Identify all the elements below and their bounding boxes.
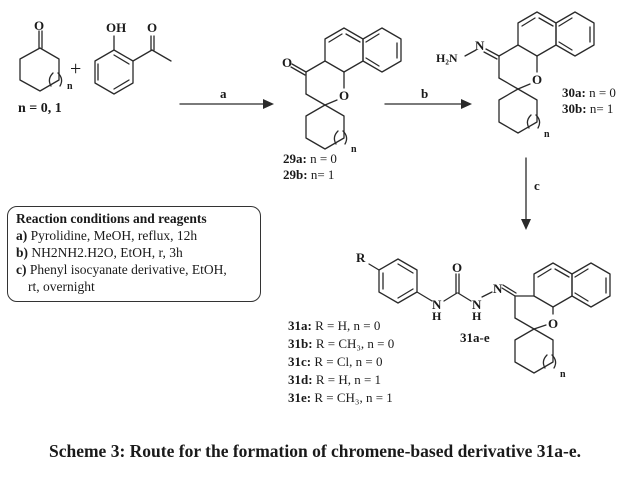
- label-29b-text: n= 1: [307, 167, 335, 182]
- reaction-conditions-box: Reaction conditions and reagents a) Pyro…: [7, 206, 261, 302]
- label-31a-id: 31a:: [288, 318, 312, 333]
- hydroxyl-group: OH: [106, 20, 126, 35]
- label-31d: 31d: R = H, n = 1: [288, 372, 381, 388]
- imine-nitrogen-30: N: [475, 38, 485, 53]
- ring-index-31: n: [560, 369, 566, 380]
- condition-a-key: a): [16, 228, 28, 243]
- label-31c-id: 31c:: [288, 354, 312, 369]
- label-31c-text: R = Cl, n = 0: [311, 354, 383, 369]
- condition-c-continued-text: rt, overnight: [28, 279, 95, 294]
- conditions-title: Reaction conditions and reagents: [16, 211, 207, 226]
- compound-31-structure: R O N H N H N O n 31a-e: [356, 250, 611, 380]
- pyran-oxygen-29: O: [339, 88, 349, 103]
- imine-nitrogen-31: N: [493, 281, 503, 296]
- label-31e: 31e: R = CH₃, n = 1: [288, 390, 393, 406]
- ketone-oxygen-29: O: [282, 55, 292, 70]
- arrow-b: b: [384, 86, 472, 109]
- label-30b: 30b: n= 1: [562, 101, 613, 117]
- label-29b-id: 29b:: [283, 167, 308, 182]
- condition-a-text: Pyrolidine, MeOH, reflux, 12h: [27, 228, 198, 243]
- label-31e-text: R = CH₃, n = 1: [311, 390, 393, 405]
- label-30b-id: 30b:: [562, 101, 587, 116]
- amide-nitrogen-1: N: [432, 297, 442, 312]
- compound-29-structure: O O n: [282, 27, 402, 155]
- label-31b-text: R = CH₃, n = 0: [312, 336, 395, 351]
- condition-c: c) Phenyl isocyanate derivative, EtOH,: [16, 261, 252, 278]
- ring-size-index: n: [67, 81, 73, 92]
- condition-c-text: Phenyl isocyanate derivative, EtOH,: [26, 262, 227, 277]
- amino-group-30: H₂N: [436, 51, 458, 65]
- label-29a-text: n = 0: [306, 151, 337, 166]
- ring-index-29: n: [351, 144, 357, 155]
- ring-index-30: n: [544, 129, 550, 140]
- ketone-oxygen: O: [34, 18, 44, 33]
- amide-hydrogen-1: H: [432, 309, 442, 323]
- label-31a: 31a: R = H, n = 0: [288, 318, 380, 334]
- hydroxyacetophenone-structure: OH O: [94, 20, 172, 95]
- arrow-c-label: c: [534, 178, 540, 193]
- plus-sign: +: [70, 58, 81, 80]
- condition-a: a) Pyrolidine, MeOH, reflux, 12h: [16, 227, 252, 244]
- label-31c: 31c: R = Cl, n = 0: [288, 354, 382, 370]
- label-31b: 31b: R = CH₃, n = 0: [288, 336, 394, 352]
- r-group: R: [356, 250, 366, 265]
- condition-b-text: NH2NH2.H2O, EtOH, r, 3h: [28, 245, 183, 260]
- label-30b-text: n= 1: [586, 101, 614, 116]
- amide-nitrogen-2: N: [472, 297, 482, 312]
- condition-b: b) NH2NH2.H2O, EtOH, r, 3h: [16, 244, 252, 261]
- compound-30-structure: H₂N N O n: [436, 11, 595, 140]
- label-31d-text: R = H, n = 1: [312, 372, 382, 387]
- n-values-label: n = 0, 1: [18, 101, 62, 116]
- label-31b-id: 31b:: [288, 336, 313, 351]
- cycloalkanone-structure: O n: [19, 18, 73, 92]
- label-29a-id: 29a:: [283, 151, 307, 166]
- label-30a-id: 30a:: [562, 85, 586, 100]
- label-31d-id: 31d:: [288, 372, 313, 387]
- arrow-c: c: [521, 157, 540, 230]
- scheme-caption: Scheme 3: Route for the formation of chr…: [48, 441, 581, 461]
- series-label-31: 31a-e: [460, 330, 490, 345]
- pyran-oxygen-30: O: [532, 72, 542, 87]
- arrow-a: a: [179, 86, 274, 109]
- pyran-oxygen-31: O: [548, 316, 558, 331]
- amide-hydrogen-2: H: [472, 309, 482, 323]
- label-31a-text: R = H, n = 0: [311, 318, 381, 333]
- condition-b-key: b): [16, 245, 29, 260]
- urea-oxygen: O: [452, 260, 462, 275]
- label-30a: 30a: n = 0: [562, 85, 616, 101]
- label-29a: 29a: n = 0: [283, 151, 337, 167]
- acetyl-oxygen: O: [147, 20, 157, 35]
- label-30a-text: n = 0: [585, 85, 616, 100]
- arrow-a-label: a: [220, 86, 227, 101]
- label-31e-id: 31e:: [288, 390, 312, 405]
- arrow-b-label: b: [421, 86, 428, 101]
- label-29b: 29b: n= 1: [283, 167, 334, 183]
- condition-c-continued: rt, overnight: [16, 278, 252, 295]
- condition-c-key: c): [16, 262, 27, 277]
